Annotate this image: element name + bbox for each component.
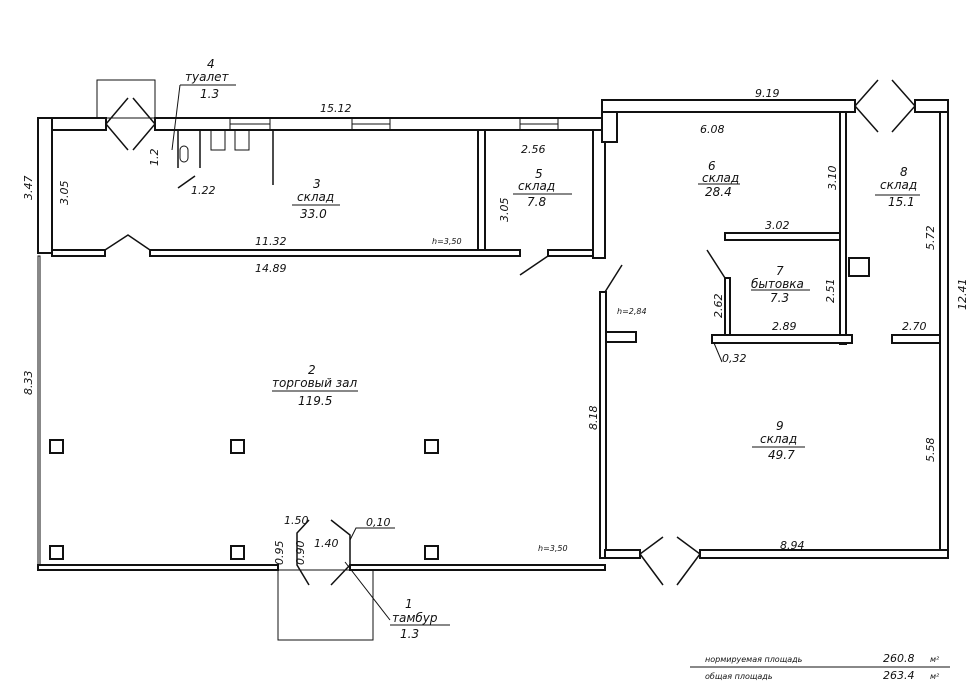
dimensions: 15.12 3.47 3.05 1.2 1.22 11.32 14.89 2.5… (22, 87, 969, 565)
rooms-3-name: туалет (185, 70, 229, 84)
dimensions-hall-left: 8.33 (22, 371, 35, 396)
room-label-8: 8 склад 15.1 (875, 165, 920, 209)
rooms-8-number: 9 (776, 419, 784, 433)
rooms-1-area: 119.5 (298, 394, 332, 408)
dimensions-vest-w: 1.40 (314, 537, 339, 550)
rooms-4-area: 7.8 (527, 195, 546, 209)
dimensions-room6-h: 3.10 (826, 166, 839, 191)
dimensions-h-room3: h=3,50 (432, 237, 462, 246)
dimensions-top-right: 9.19 (755, 87, 780, 100)
summary-total-value: 263.4 (883, 669, 915, 682)
dimensions-h-hall: h=3,50 (538, 544, 568, 553)
summary-total-unit: м² (930, 672, 940, 681)
rooms-2-number: 3 (313, 177, 321, 191)
dimensions-top-left: 15.12 (320, 102, 352, 115)
dimensions-wall-270: 2.70 (902, 320, 927, 333)
dimensions-wc-w: 1.22 (191, 184, 216, 197)
dimensions-room7-left: 2.62 (712, 294, 725, 319)
room-label-2: 2 торговый зал 119.5 (272, 363, 358, 408)
dimensions-room5-h: 3.05 (498, 198, 511, 223)
doors (96, 79, 917, 641)
rooms-0-name: тамбур (392, 611, 438, 625)
rooms-4-name: склад (518, 179, 555, 193)
rooms-8-name: склад (760, 432, 797, 446)
rooms-2-area: 33.0 (300, 207, 327, 221)
windows (229, 117, 559, 131)
summary-norm-value: 260.8 (883, 652, 915, 665)
rooms-6-number: 7 (776, 264, 784, 278)
rooms-0-number: 1 (405, 597, 413, 611)
rooms-3-number: 4 (207, 57, 215, 71)
rooms-7-area: 15.1 (888, 195, 915, 209)
dimensions-wall-032: 0,32 (722, 352, 747, 365)
room-label-3: 3 склад 33.0 (292, 177, 340, 221)
dimensions-hall-right: 8.18 (587, 406, 600, 431)
rooms-4-number: 5 (535, 167, 543, 181)
dimensions-room3-h: 3.05 (58, 181, 71, 206)
dimensions-vest-090: 0.90 (294, 541, 307, 566)
summary-total-label: общая площадь (705, 672, 773, 681)
room-label-6: 6 склад 28.4 (698, 159, 740, 199)
dimensions-room9-w: 8.94 (780, 539, 805, 552)
dimensions-left-outer: 3.47 (22, 176, 35, 201)
rooms-0-area: 1.3 (400, 627, 419, 641)
rooms-5-number: 6 (708, 159, 716, 173)
room-label-7: 7 бытовка 7.3 (751, 264, 810, 305)
dimensions-room7-bottom: 2.89 (772, 320, 797, 333)
rooms-5-name: склад (702, 171, 739, 185)
summary-norm-label: нормируемая площадь (705, 655, 803, 664)
dimensions-right-outer: 12.41 (956, 279, 969, 311)
room-label-5: 5 склад 7.8 (513, 167, 572, 209)
rooms-2-name: склад (297, 190, 334, 204)
rooms-5-area: 28.4 (705, 185, 732, 199)
area-summary: нормируемая площадь 260.8 м² общая площа… (690, 652, 950, 682)
room-label-1: 1 тамбур 1.3 (344, 561, 450, 641)
rooms-3-area: 1.3 (200, 87, 219, 101)
room-label-9: 9 склад 49.7 (752, 419, 805, 462)
dimensions-room6-w: 6.08 (700, 123, 725, 136)
rooms-1-number: 2 (308, 363, 316, 377)
rooms-6-area: 7.3 (770, 291, 789, 305)
dimensions-room7-right: 2.51 (824, 279, 837, 304)
room-label-4: 4 туалет 1.3 (171, 57, 236, 151)
rooms-1-name: торговый зал (272, 376, 357, 390)
walls (37, 99, 949, 571)
dimensions-room7-top: 3.02 (765, 219, 790, 232)
rooms-7-number: 8 (900, 165, 908, 179)
rooms-6-name: бытовка (751, 277, 804, 291)
dimensions-room5-w: 2.56 (521, 143, 546, 156)
dimensions-room9-h: 5.58 (924, 438, 937, 463)
dimensions-room8-h: 5.72 (924, 226, 937, 251)
rooms-8-area: 49.7 (768, 448, 795, 462)
rooms-7-name: склад (880, 178, 917, 192)
dimensions-h-right: h=2,84 (617, 307, 647, 316)
dimensions-room3-w: 11.32 (255, 235, 287, 248)
dimensions-vest-010: 0,10 (366, 516, 391, 529)
summary-norm-unit: м² (930, 655, 940, 664)
dimensions-hall-top: 14.89 (255, 262, 287, 275)
dimensions-wc-h: 1.2 (148, 149, 161, 167)
dimensions-vest-095: 0.95 (273, 541, 286, 566)
dimensions-vest-top: 1.50 (284, 514, 309, 527)
columns (49, 439, 439, 560)
